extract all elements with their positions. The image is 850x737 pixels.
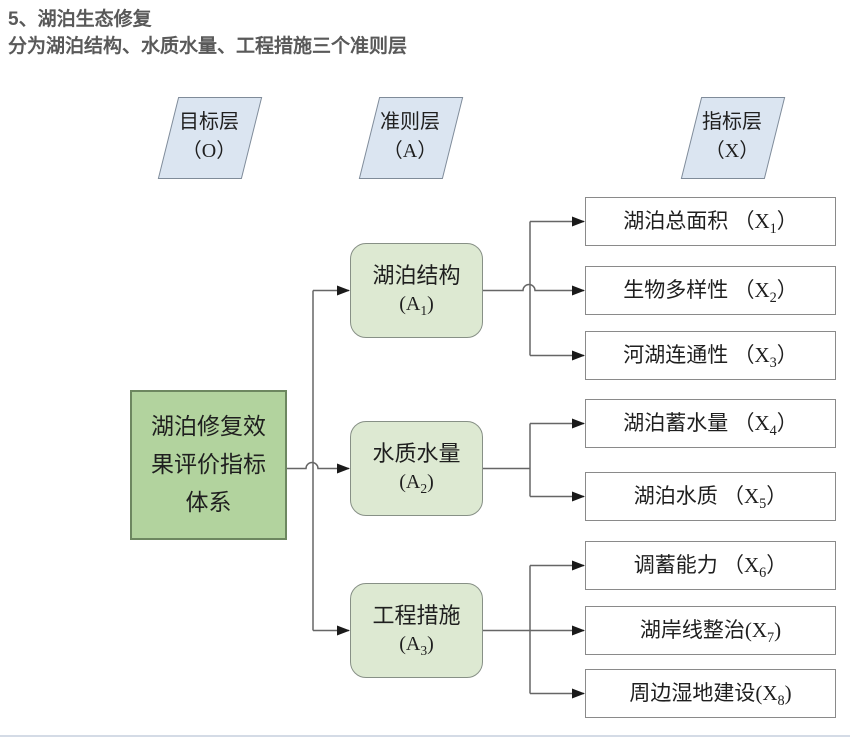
criterion-title: 工程措施: [372, 602, 461, 628]
indicator-box-x3: 河湖连通性 （X3）: [585, 331, 836, 380]
connector-goal-to-a2: [287, 461, 350, 474]
indicator-label: 周边湿地建设(X8): [629, 680, 792, 710]
criterion-box-a3: 工程措施 (A3): [350, 583, 483, 678]
goal-box: 湖泊修复效 果评价指标 体系: [130, 390, 287, 540]
criterion-code: (A1): [399, 292, 434, 318]
layer-code: （X）: [704, 140, 760, 162]
layer-header-goal: 目标层 （O）: [157, 97, 263, 179]
criterion-title: 湖泊结构: [372, 262, 461, 288]
page-subtitle: 分为湖泊结构、水质水量、工程措施三个准则层: [8, 36, 408, 57]
bottom-border-line: [0, 735, 850, 737]
indicator-box-x8: 周边湿地建设(X8): [585, 669, 836, 718]
criterion-code: (A3): [399, 632, 434, 658]
layer-title: 指标层: [702, 111, 762, 133]
indicator-box-x5: 湖泊水质 （X5）: [585, 472, 836, 521]
layer-header-indicators: 指标层 （X）: [680, 97, 786, 179]
indicator-label: 河湖连通性 （X3）: [623, 342, 798, 372]
layer-code: （O）: [181, 140, 237, 162]
indicator-label: 湖泊总面积 （X1）: [623, 208, 798, 238]
layer-header-criteria: 准则层 （A）: [358, 97, 464, 179]
indicator-label: 湖岸线整治(X7): [639, 617, 782, 647]
goal-label: 湖泊修复效 果评价指标 体系: [151, 414, 266, 515]
indicator-label: 湖泊水质 （X5）: [633, 483, 788, 513]
criterion-box-a2: 水质水量 (A2): [350, 421, 483, 516]
indicator-label: 生物多样性 （X2）: [623, 277, 798, 307]
indicator-box-x4: 湖泊蓄水量 （X4）: [585, 399, 836, 448]
layer-code: （A）: [382, 140, 438, 162]
indicator-box-x7: 湖岸线整治(X7): [585, 606, 836, 655]
criterion-box-a1: 湖泊结构 (A1): [350, 243, 483, 338]
indicator-label: 调蓄能力 （X6）: [633, 552, 788, 582]
criterion-title: 水质水量: [372, 440, 461, 466]
layer-title: 准则层: [380, 111, 440, 133]
indicator-box-x1: 湖泊总面积 （X1）: [585, 197, 836, 246]
page-title: 5、湖泊生态修复: [8, 9, 152, 30]
indicator-box-x6: 调蓄能力 （X6）: [585, 541, 836, 590]
connector-a1-to-x2: [483, 283, 585, 296]
layer-title: 目标层: [179, 111, 239, 133]
indicator-label: 湖泊蓄水量 （X4）: [623, 410, 798, 440]
indicator-box-x2: 生物多样性 （X2）: [585, 266, 836, 315]
criterion-code: (A2): [399, 470, 434, 496]
